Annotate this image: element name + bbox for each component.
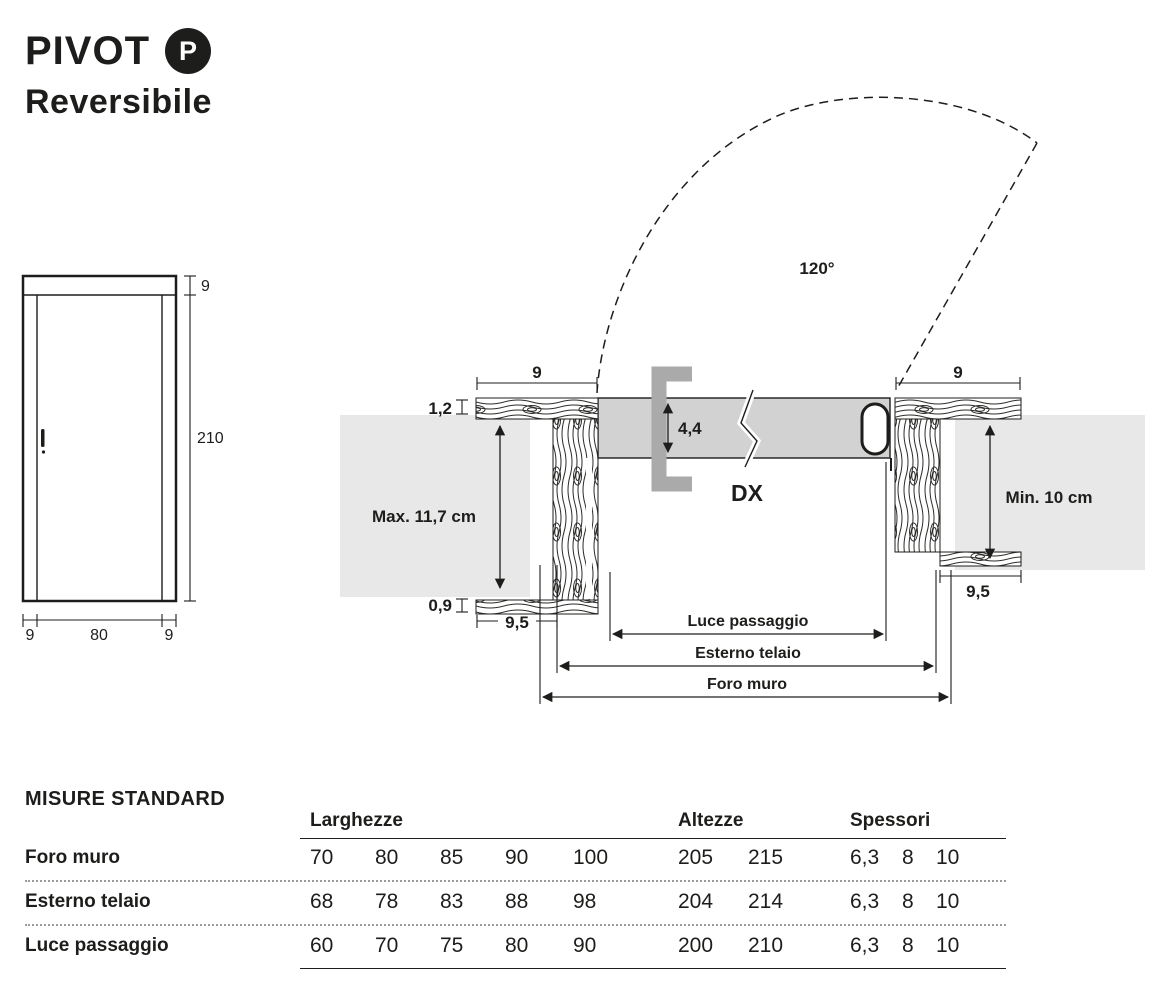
product-subtitle: Reversibile <box>25 83 212 121</box>
badge-letter: P <box>179 35 198 66</box>
measure-value: 80 <box>505 934 529 957</box>
elevation-bottom-left-label: 9 <box>26 627 35 644</box>
foro-muro-label: Foro muro <box>707 676 787 693</box>
measure-value: 75 <box>440 934 464 957</box>
measure-value: 215 <box>748 846 784 869</box>
measure-value: 210 <box>748 934 784 957</box>
table-group-header-row: Larghezze Altezze Spessori <box>25 808 1010 834</box>
wall-section-left <box>340 415 530 597</box>
measure-value: 88 <box>505 890 529 913</box>
foro-muro-dimension: Foro muro <box>541 676 950 703</box>
offset-bottom-label: 0,9 <box>428 596 452 615</box>
misure-standard-section: MISURE STANDARD Larghezze Altezze Spesso… <box>0 780 1157 996</box>
measure-value: 83 <box>440 890 464 913</box>
product-title: PIVOT <box>25 28 151 73</box>
door-leaf-section <box>597 388 891 469</box>
door-thickness-dimension: 4,4 <box>662 402 702 454</box>
col-group-altezze: Altezze <box>678 810 744 831</box>
frame-depth-right-label: 9,5 <box>966 582 990 601</box>
measure-value: 10 <box>936 934 960 957</box>
table-row-divider <box>25 924 1006 926</box>
table-row-esterno-telaio: Esterno telaio 68 78 83 88 98 204 214 6,… <box>25 884 1010 920</box>
measure-value: 6,3 <box>850 846 880 869</box>
row-label: Esterno telaio <box>25 891 151 912</box>
door-front <box>21 274 178 603</box>
offset-bottom-dimension: 0,9 <box>428 596 468 615</box>
measure-value: 100 <box>573 846 609 869</box>
table-title: MISURE STANDARD <box>25 788 226 810</box>
measure-value: 60 <box>310 934 334 957</box>
row-label: Luce passaggio <box>25 935 169 956</box>
frame-width-dimension-left: 9 <box>476 363 598 390</box>
esterno-telaio-dimension: Esterno telaio <box>558 645 935 672</box>
luce-passaggio-dimension: Luce passaggio <box>611 613 885 640</box>
table-bottom-divider <box>300 968 1006 969</box>
row-label: Foro muro <box>25 847 120 868</box>
plan-view-drawing: 120° 4,4 <box>340 96 1145 704</box>
frame-depth-left-label: 9,5 <box>505 613 529 632</box>
door-thickness-label: 4,4 <box>678 419 702 438</box>
door-swing-arc: 120° <box>596 96 1038 394</box>
title-row: PIVOT P <box>25 28 212 74</box>
measure-value: 6,3 <box>850 890 880 913</box>
measure-value: 200 <box>678 934 714 957</box>
measure-value: 70 <box>310 846 334 869</box>
pivot-hinge-icon <box>860 402 890 456</box>
frame-jamb-right <box>894 397 1022 567</box>
measure-value: 6,3 <box>850 934 880 957</box>
elevation-bottom-center-label: 80 <box>90 627 108 644</box>
wall-max-label: Max. 11,7 cm <box>372 507 476 526</box>
elevation-bottom-right-label: 9 <box>165 627 174 644</box>
measure-value: 70 <box>375 934 399 957</box>
esterno-telaio-label: Esterno telaio <box>695 645 801 662</box>
table-row-divider <box>25 880 1006 882</box>
wall-max-dimension: Max. 11,7 cm <box>372 424 506 590</box>
frame-jamb-left <box>475 397 599 615</box>
pivot-bracket <box>651 366 692 492</box>
table-row-foro-muro: Foro muro 70 80 85 90 100 205 215 6,3 8 … <box>25 840 1010 876</box>
frame-width-right-label: 9 <box>953 363 962 382</box>
measure-value: 90 <box>573 934 597 957</box>
wall-min-label: Min. 10 cm <box>1006 488 1093 507</box>
hand-label: DX <box>731 480 764 506</box>
measure-value: 204 <box>678 890 714 913</box>
header: PIVOT P Reversibile <box>25 28 212 122</box>
measure-value: 90 <box>505 846 529 869</box>
frame-width-dimension-right: 9 <box>895 363 1021 390</box>
product-badge-icon: P <box>165 28 212 74</box>
frame-width-left-label: 9 <box>532 363 541 382</box>
measure-value: 10 <box>936 846 960 869</box>
measure-value: 8 <box>902 846 914 869</box>
extension-lines <box>539 462 952 704</box>
elevation-height-label: 210 <box>197 430 224 447</box>
door-elevation-drawing: 9 210 9 80 9 <box>21 274 224 644</box>
offset-top-label: 1,2 <box>428 399 452 418</box>
offset-top-dimension: 1,2 <box>428 399 468 418</box>
elevation-height-dimension: 9 210 <box>184 275 224 602</box>
frame-depth-dimension-right: 9,5 <box>939 570 1022 601</box>
measure-value: 205 <box>678 846 714 869</box>
wall-min-dimension: Min. 10 cm <box>984 424 1093 560</box>
measure-value: 98 <box>573 890 597 913</box>
measure-value: 8 <box>902 934 914 957</box>
table-header-divider <box>300 838 1006 839</box>
col-group-spessori: Spessori <box>850 810 931 831</box>
swing-angle-label: 120° <box>799 259 834 278</box>
elevation-top-label: 9 <box>201 278 210 295</box>
measure-value: 80 <box>375 846 399 869</box>
measure-value: 68 <box>310 890 334 913</box>
measure-value: 8 <box>902 890 914 913</box>
elevation-width-dimension: 9 80 9 <box>22 614 177 644</box>
measure-value: 214 <box>748 890 784 913</box>
luce-passaggio-label: Luce passaggio <box>688 613 809 630</box>
measure-value: 10 <box>936 890 960 913</box>
frame-depth-dimension-left: 9,5 <box>476 613 558 632</box>
measure-value: 78 <box>375 890 399 913</box>
measure-value: 85 <box>440 846 464 869</box>
door-handle <box>41 429 45 447</box>
col-group-larghezze: Larghezze <box>310 810 403 831</box>
table-row-luce-passaggio: Luce passaggio 60 70 75 80 90 200 210 6,… <box>25 928 1010 964</box>
